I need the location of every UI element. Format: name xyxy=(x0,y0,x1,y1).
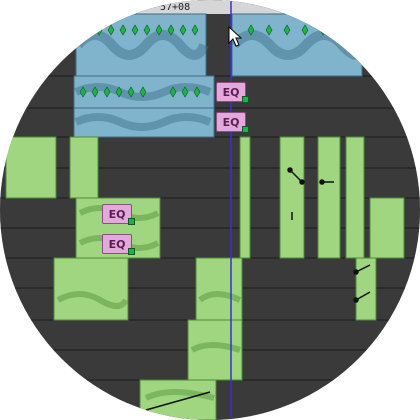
eq-effect-badge-icon[interactable]: EQ xyxy=(102,204,135,225)
clip-blue-4[interactable] xyxy=(73,107,215,138)
arrow-pointer-icon xyxy=(228,26,242,47)
eq-effect-badge-icon[interactable]: EQ xyxy=(102,234,135,255)
clip-blue-2[interactable] xyxy=(230,13,367,77)
eq-effect-badge-icon[interactable]: EQ xyxy=(216,112,249,133)
clip-blue-1[interactable] xyxy=(74,13,209,77)
volume-ramps[interactable] xyxy=(145,167,371,411)
time-ruler[interactable] xyxy=(80,0,340,14)
eq-effect-badge-icon[interactable]: EQ xyxy=(216,82,249,103)
timecode-readout: 57+08 xyxy=(160,2,191,13)
